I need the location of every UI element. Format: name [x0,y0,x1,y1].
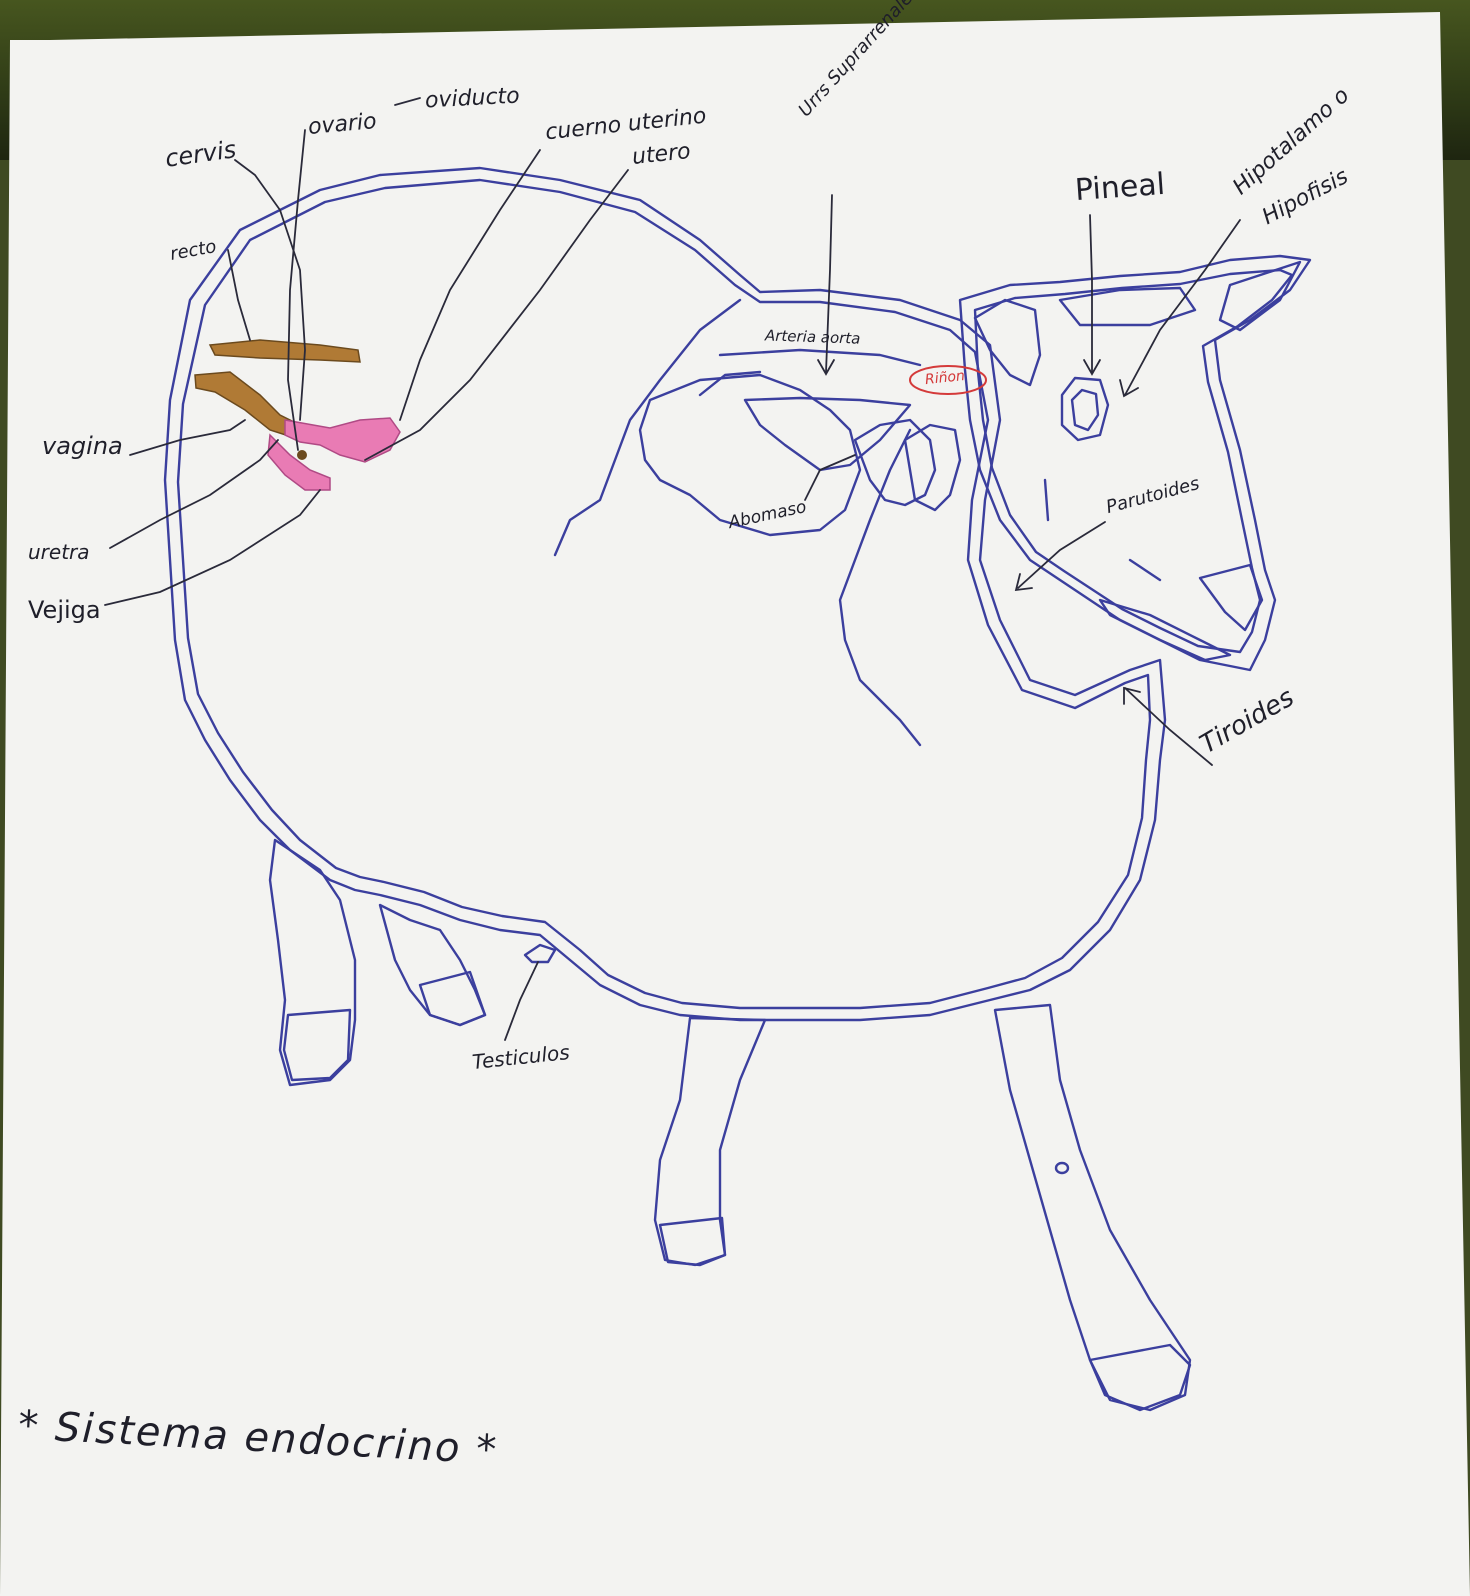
label-oviduct: oviducto [424,84,520,114]
label-aorta: Arteria aorta [765,326,861,347]
label-vagina: vagina [42,432,123,460]
ovary-dot [297,450,307,460]
label-urethra: uretra [28,540,90,564]
label-pineal: Pineal [1074,167,1166,208]
label-bladder: Vejiga [28,596,101,624]
paper [0,12,1470,1596]
